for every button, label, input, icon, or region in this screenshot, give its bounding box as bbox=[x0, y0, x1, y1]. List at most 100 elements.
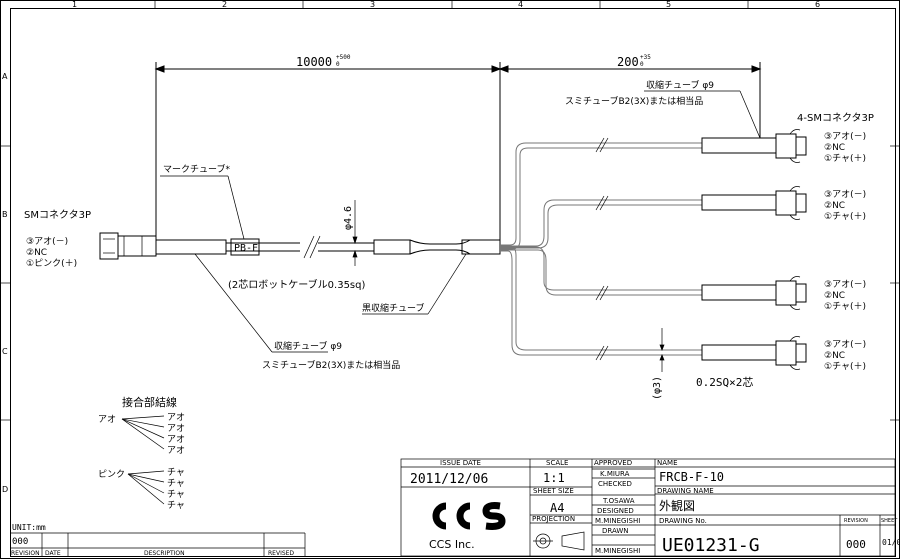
designed-by: M.MINEGISHI bbox=[595, 517, 640, 525]
top-grid-ticks bbox=[154, 0, 749, 8]
splice-ao-out-3: アオ bbox=[167, 434, 185, 445]
top-shrink-leader bbox=[644, 90, 761, 139]
drawing-name-label: DRAWING NAME bbox=[657, 487, 714, 495]
sheet-label: SHEET bbox=[881, 518, 898, 524]
black-shrink-label: 黒収縮チューブ bbox=[362, 302, 424, 314]
grid-col-1: 1 bbox=[72, 0, 77, 9]
grid-row-c: C bbox=[2, 347, 8, 356]
right-pin-2-c: ②NC bbox=[824, 291, 845, 301]
right-connector-label: 4-SMコネクタ3P bbox=[797, 112, 874, 124]
right-pin-1-c: ①チャ(＋) bbox=[824, 301, 866, 312]
projection-label: PROJECTION bbox=[532, 515, 575, 523]
grid-row-b: B bbox=[2, 210, 8, 219]
revision-col-revision: REVISION bbox=[11, 550, 40, 557]
black-shrink-tube bbox=[461, 239, 501, 255]
splice-pink-in: ピンク bbox=[98, 469, 125, 480]
main-length-dimension bbox=[154, 62, 762, 242]
name-value: FRCB-F-10 bbox=[659, 470, 724, 484]
title-block-grid bbox=[400, 458, 896, 557]
drawn-label: DRAWN bbox=[602, 527, 629, 535]
mark-tube-leader bbox=[160, 175, 245, 240]
splice-cha-out-4: チャ bbox=[167, 500, 185, 511]
cable-spec-label: (2芯ロボットケーブル0.35sq) bbox=[228, 278, 365, 291]
revision-col-revised: REVISED bbox=[268, 550, 294, 557]
bottom-sumi-label: スミチューブB2(3X)または相当品 bbox=[262, 359, 400, 371]
phi-main-dimension bbox=[352, 200, 358, 266]
left-pin-2: ②NC bbox=[26, 248, 47, 258]
right-pin-1-d: ①チャ(＋) bbox=[824, 361, 866, 372]
splice-title: 接合部結線 bbox=[122, 395, 177, 409]
approved-by: K.MIURA bbox=[600, 470, 630, 478]
splice-cha-out-2: チャ bbox=[167, 478, 185, 489]
name-label: NAME bbox=[657, 459, 678, 467]
branch-break-marks bbox=[595, 137, 609, 361]
branch-length-tol-lower: 0 bbox=[640, 61, 644, 68]
grid-col-3: 3 bbox=[370, 0, 375, 9]
phi-main-label: φ4.6 bbox=[343, 206, 354, 230]
scale-value: 1:1 bbox=[543, 471, 565, 485]
splice-ao-out-4: アオ bbox=[167, 445, 185, 456]
issue-date-label: ISSUE DATE bbox=[440, 459, 481, 467]
revision-value-tb: 000 bbox=[846, 538, 866, 551]
revision-value: 000 bbox=[12, 537, 28, 547]
grid-col-5: 5 bbox=[666, 0, 671, 9]
left-sm-connector bbox=[99, 232, 157, 260]
left-grid-ticks bbox=[0, 145, 900, 421]
branch-length-tol-upper: +35 bbox=[640, 54, 651, 61]
grid-col-6: 6 bbox=[815, 0, 820, 9]
phi-branch-label: (φ3) bbox=[652, 376, 663, 400]
splice-ao-out-2: アオ bbox=[167, 423, 185, 434]
sheet-value: 01/01 bbox=[882, 538, 900, 547]
designed-label: DESIGNED bbox=[597, 507, 634, 515]
splice-cha-out-1: チャ bbox=[167, 467, 185, 478]
revision-label: REVISION bbox=[844, 518, 868, 524]
grid-row-d: D bbox=[2, 485, 8, 494]
right-pin-2-d: ②NC bbox=[824, 351, 845, 361]
drawing-frame bbox=[10, 8, 896, 557]
black-shrink-leader bbox=[362, 253, 467, 315]
branch-wire-label: 0.2SQ×2芯 bbox=[696, 375, 753, 389]
scale-label: SCALE bbox=[546, 459, 568, 467]
drawn-by: M.MINEGISHI bbox=[595, 547, 640, 555]
branch-length-value: 200 bbox=[617, 55, 639, 69]
checked-label: CHECKED bbox=[598, 480, 632, 488]
right-pin-1-b: ①チャ(＋) bbox=[824, 211, 866, 222]
grid-row-a: A bbox=[2, 72, 8, 81]
grid-col-4: 4 bbox=[518, 0, 523, 9]
bottom-shrink-label: 収縮チューブ φ9 bbox=[274, 340, 342, 352]
phi-branch-dimension bbox=[659, 328, 665, 372]
right-pin-2-b: ②NC bbox=[824, 201, 845, 211]
splice-pink-lines bbox=[127, 470, 165, 505]
pbf-label: PB-F bbox=[234, 243, 258, 254]
right-pin-2-a: ②NC bbox=[824, 143, 845, 153]
sheet-size-value: A4 bbox=[550, 501, 564, 515]
company-name: CCS Inc. bbox=[429, 538, 475, 551]
ccs-logo bbox=[432, 502, 506, 530]
right-pin-3-a: ③アオ(－) bbox=[824, 131, 866, 142]
left-connector-label: SMコネクタ3P bbox=[24, 209, 91, 221]
right-pin-3-b: ③アオ(－) bbox=[824, 189, 866, 200]
mark-tube bbox=[230, 238, 260, 256]
revision-col-description: DESCRIPTION bbox=[144, 550, 185, 557]
drawing-no-value: UE01231-G bbox=[662, 535, 760, 556]
splice-ao-lines bbox=[121, 415, 165, 450]
main-length-tol-upper: +500 bbox=[336, 54, 351, 61]
projection-symbol bbox=[533, 531, 585, 551]
branch-shrink-tubes bbox=[701, 137, 777, 361]
mark-tube-label: マークチューブ* bbox=[163, 163, 230, 175]
right-pin-3-d: ③アオ(－) bbox=[824, 339, 866, 350]
revision-table bbox=[10, 532, 306, 557]
break-mark bbox=[303, 235, 315, 259]
revision-col-date: DATE bbox=[45, 550, 61, 557]
checked-by: T.OSAWA bbox=[602, 497, 635, 505]
left-pin-1: ①ピンク(＋) bbox=[26, 258, 77, 269]
sheet-size-label: SHEET SIZE bbox=[533, 487, 574, 495]
top-sumi-label: スミチューブB2(3X)または相当品 bbox=[565, 95, 703, 107]
right-pin-1-a: ①チャ(＋) bbox=[824, 153, 866, 164]
right-pin-3-c: ③アオ(－) bbox=[824, 279, 866, 290]
main-cable bbox=[155, 235, 501, 259]
drawing-name-value: 外観図 bbox=[659, 499, 695, 513]
branch-wires bbox=[500, 142, 702, 356]
main-length-value: 10000 bbox=[296, 55, 332, 69]
